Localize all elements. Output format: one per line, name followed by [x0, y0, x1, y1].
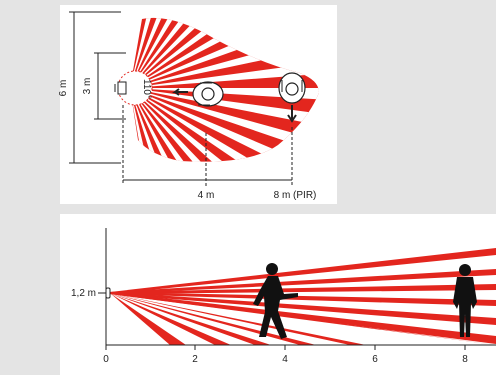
beam	[110, 269, 496, 294]
beam	[110, 292, 496, 345]
beam	[110, 248, 496, 294]
standing-person-icon	[453, 264, 477, 337]
arrow-across-icon	[287, 105, 297, 123]
floor-beam	[110, 293, 186, 345]
distance-mid-label: 4 m	[198, 190, 215, 201]
person-top-view-icon-2	[278, 72, 306, 104]
mount-height-label: 1,2 m	[71, 288, 96, 299]
side-view-panel: 0 2 4 6 8 1,2 m	[60, 214, 496, 375]
height-outer-label: 6 m	[58, 80, 69, 97]
top-view-panel: 110° 6 m 3 m 4 m	[58, 5, 337, 204]
floor-beam	[110, 293, 231, 345]
beam	[110, 284, 496, 294]
sensor-icon	[117, 81, 127, 95]
angle-label: 110°	[141, 79, 152, 99]
walking-person-icon	[253, 263, 298, 339]
beam	[110, 292, 496, 306]
zone-stripe	[85, 0, 130, 88]
height-inner-label: 3 m	[82, 78, 93, 95]
x-tick-label: 0	[103, 354, 109, 365]
zone-stripe	[130, 88, 254, 162]
beam	[110, 292, 496, 344]
beam	[110, 292, 496, 325]
zone-stripe	[130, 17, 319, 88]
zone-stripe	[130, 17, 296, 88]
zone-stripe	[130, 17, 268, 88]
zone-stripe	[130, 17, 237, 88]
side-view-diagram: 0 2 4 6 8 1,2 m	[71, 228, 496, 365]
side-beams	[110, 248, 496, 345]
zone-stripe	[130, 17, 319, 88]
zone-stripe	[130, 88, 319, 139]
person-top-view-icon-1	[192, 81, 224, 107]
zone-stripe	[130, 88, 223, 162]
x-tick-label: 2	[192, 354, 198, 365]
zone-stripe	[130, 88, 319, 162]
x-tick-label: 4	[282, 354, 288, 365]
top-view-diagram: 110° 6 m 3 m 4 m	[58, 11, 319, 201]
x-tick-label: 8	[462, 354, 468, 365]
distance-far-label: 8 m (PIR)	[274, 190, 317, 201]
zone-stripe	[130, 88, 319, 162]
zone-stripe	[130, 53, 319, 88]
zone-stripe	[130, 17, 205, 88]
floor-beam	[110, 293, 271, 345]
sensor-side-icon	[105, 287, 111, 299]
x-tick-label: 6	[372, 354, 378, 365]
zone-stripe	[130, 88, 311, 162]
zone-stripe	[130, 88, 284, 162]
arrow-toward-sensor-icon	[172, 88, 188, 96]
floor-beam	[110, 293, 366, 345]
